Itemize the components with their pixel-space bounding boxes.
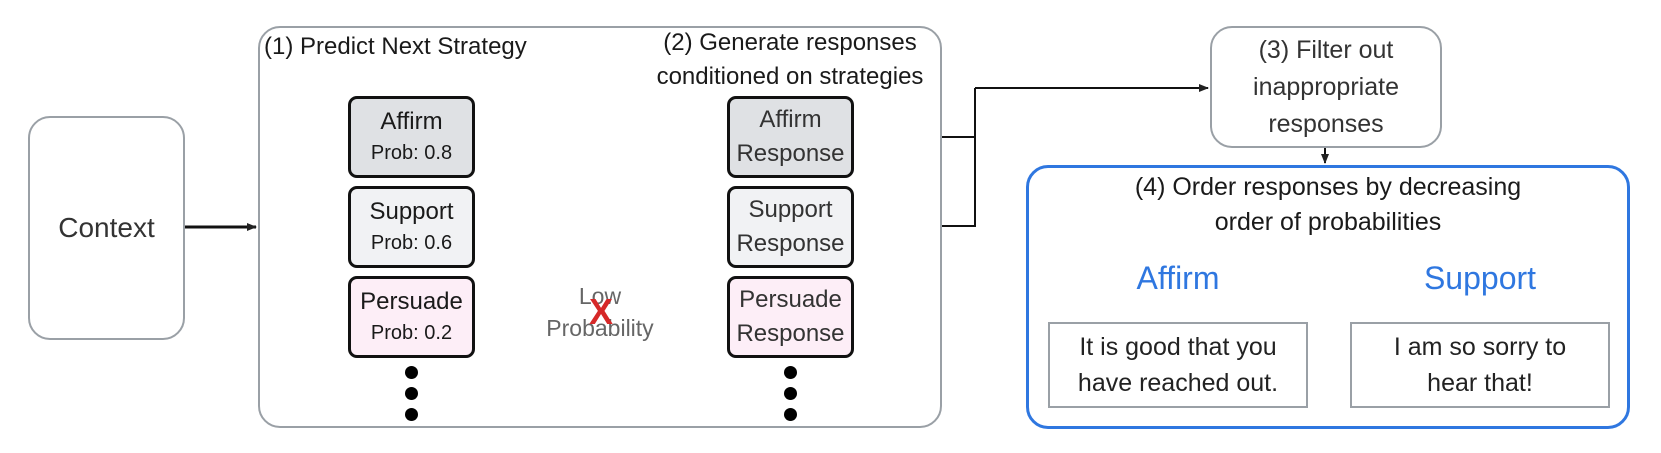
response-line1: Support	[748, 196, 833, 223]
strategy-box-affirm: Affirm Prob: 0.8	[348, 96, 475, 178]
ellipsis-dot	[405, 366, 418, 379]
strategy-box-support: Support Prob: 0.6	[348, 186, 475, 268]
step1-title: (1) Predict Next Strategy	[264, 33, 527, 60]
strategy-prob: Prob: 0.8	[370, 142, 453, 164]
low-probability-line1: Low	[578, 283, 622, 309]
strategy-prob: Prob: 0.6	[370, 232, 453, 254]
ordered-response-affirm: It is good that you have reached out.	[1048, 322, 1308, 408]
low-probability-label: Low Probability	[530, 280, 670, 344]
strategy-prob: Prob: 0.2	[370, 322, 453, 344]
filter-box: (3) Filter out inappropriate responses	[1210, 26, 1442, 148]
ordered-response-support: I am so sorry to hear that!	[1350, 322, 1610, 408]
ellipsis-dot	[784, 366, 797, 379]
response-box-affirm: Affirm Response	[727, 96, 854, 178]
ordered-response-line1: I am so sorry to	[1393, 333, 1567, 361]
strategy-name: Persuade	[360, 288, 463, 315]
low-probability-line2: Probability	[546, 315, 654, 341]
response-box-persuade: Persuade Response	[727, 276, 854, 358]
filter-line1: (3) Filter out	[1258, 35, 1394, 64]
filter-line3: responses	[1268, 109, 1384, 138]
ordered-response-line1: It is good that you	[1079, 333, 1277, 361]
ellipsis-dot	[405, 387, 418, 400]
order-title-line1: (4) Order responses by decreasing	[1134, 173, 1522, 201]
ordered-strategy-support: Support	[1423, 260, 1537, 296]
strategy-name: Affirm	[380, 108, 443, 135]
response-line1: Affirm	[759, 106, 822, 133]
ordered-response-line2: hear that!	[1427, 369, 1533, 397]
reject-mark-icon: X	[589, 291, 614, 332]
ellipsis-dot	[784, 387, 797, 400]
response-box-support: Support Response	[727, 186, 854, 268]
strategy-name: Support	[369, 198, 454, 225]
response-line2: Response	[736, 140, 845, 167]
response-line1: Persuade	[739, 286, 842, 313]
strategy-box-persuade: Persuade Prob: 0.2	[348, 276, 475, 358]
ordered-strategy-affirm: Affirm	[1136, 260, 1220, 296]
ordered-response-line2: have reached out.	[1077, 369, 1279, 397]
context-label: Context	[58, 212, 155, 243]
ellipsis-dot	[405, 408, 418, 421]
response-line2: Response	[736, 230, 845, 257]
step2-title-line2: conditioned on strategies	[656, 63, 924, 90]
step2-title-line1: (2) Generate responses	[663, 29, 917, 56]
order-title-line2: order of probabilities	[1214, 208, 1442, 236]
response-line2: Response	[736, 320, 845, 347]
filter-line2: inappropriate	[1253, 72, 1399, 101]
context-box: Context	[28, 116, 185, 340]
ellipsis-dot	[784, 408, 797, 421]
